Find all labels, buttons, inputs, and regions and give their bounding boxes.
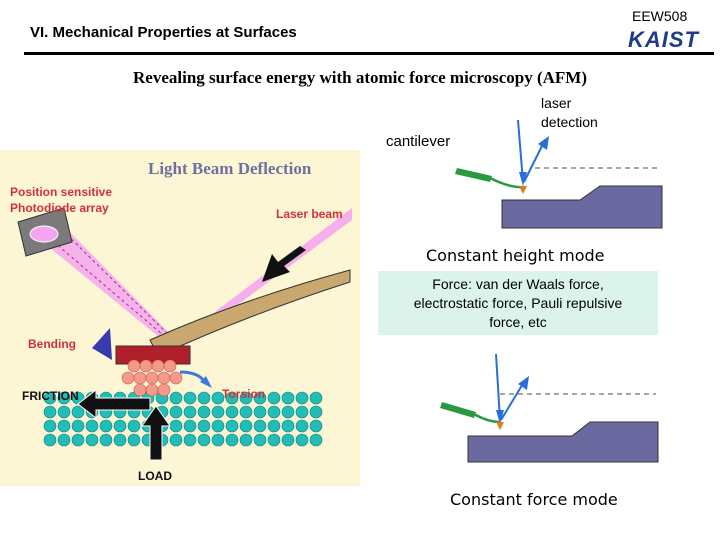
force-line-3: force, etc (489, 314, 547, 330)
constant-force-label: Constant force mode (450, 490, 618, 509)
laser-detection-label-line2: detection (541, 114, 598, 130)
substrate (501, 185, 663, 229)
cantilever-arm (149, 269, 351, 357)
laser-incoming (517, 119, 524, 183)
psd-label-line2: Photodiode array (10, 201, 109, 215)
force-line-1: Force: van der Waals force, (432, 276, 604, 292)
laser-beam-label: Laser beam (276, 207, 343, 221)
load-label: LOAD (138, 469, 172, 483)
cantilever-base (455, 168, 492, 182)
cantilever-beam (489, 176, 524, 189)
slide-subtitle: Revealing surface energy with atomic for… (133, 68, 587, 87)
friction-label: FRICTION (22, 389, 79, 403)
torsion-label: Torsion (222, 387, 265, 401)
course-code: EEW508 (632, 8, 688, 24)
light-beam-deflection-figure: Light Beam Deflection Position sensitive… (0, 150, 360, 486)
force-description-box: Force: van der Waals force, electrostati… (378, 271, 658, 335)
laser-beam-reflected (28, 214, 182, 346)
cantilever-label: cantilever (386, 133, 451, 150)
load-arrow (141, 405, 171, 461)
slide-title: VI. Mechanical Properties at Surfaces (30, 24, 297, 41)
logo-text: KAIST (628, 28, 700, 50)
tip (519, 186, 527, 194)
constant-force-diagram (440, 353, 659, 463)
kaist-logo: KAIST (628, 27, 702, 55)
cantilever-tip-plate (115, 345, 191, 365)
bending-arrow (92, 328, 112, 360)
force-line-2: electrostatic force, Pauli repulsive (413, 295, 623, 311)
psd-label-line1: Position sensitive (10, 185, 112, 199)
laser-arrow (262, 246, 306, 282)
constant-height-diagram (455, 119, 663, 229)
title-rule (24, 52, 714, 55)
laser-reflected (523, 141, 545, 183)
bending-label: Bending (28, 337, 76, 351)
constant-height-label: Constant height mode (426, 246, 605, 265)
laser-detection-label-line1: laser (541, 95, 572, 111)
figure-title: Light Beam Deflection (148, 159, 312, 178)
friction-arrow (77, 388, 151, 420)
laser-beam-incoming (170, 208, 352, 346)
